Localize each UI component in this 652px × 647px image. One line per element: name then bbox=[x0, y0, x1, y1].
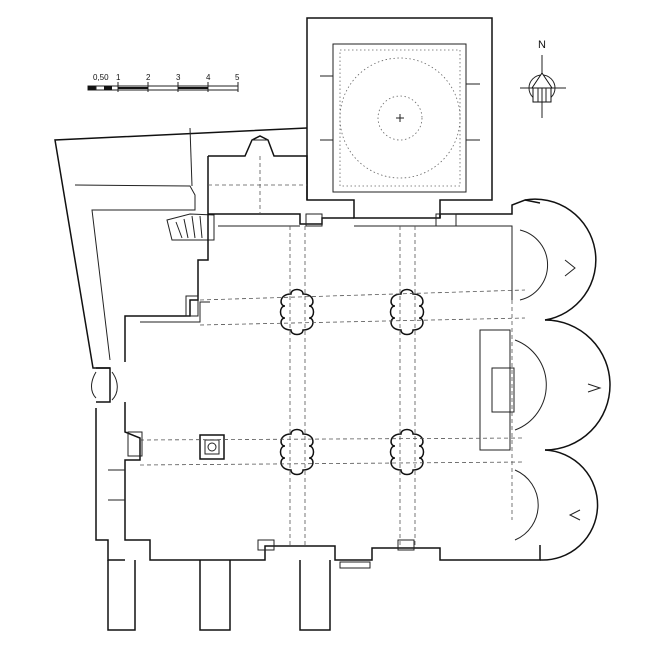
pilasters bbox=[127, 213, 457, 551]
north-label: N bbox=[538, 39, 546, 51]
scale-label-2: 2 bbox=[146, 73, 151, 82]
scale-label-050: 0,50 bbox=[93, 73, 109, 82]
tower bbox=[306, 17, 493, 219]
scale-bar: 0,50 1 2 3 4 5 bbox=[87, 73, 240, 92]
west-annex bbox=[54, 127, 308, 369]
pier-se bbox=[389, 428, 425, 476]
south-buttresses bbox=[107, 560, 371, 631]
pier-ne bbox=[389, 288, 425, 336]
pier-sw bbox=[279, 428, 315, 476]
nave-walls bbox=[91, 199, 541, 561]
pier-nw bbox=[279, 288, 315, 336]
north-room bbox=[207, 135, 308, 214]
vault-lines bbox=[139, 156, 526, 546]
scale-label-3: 3 bbox=[176, 73, 181, 82]
piers bbox=[199, 288, 425, 476]
font-square bbox=[199, 434, 225, 460]
scale-label-5: 5 bbox=[235, 73, 240, 82]
north-arrow-icon: N bbox=[520, 39, 566, 118]
scale-label-1: 1 bbox=[116, 73, 121, 82]
scale-label-4: 4 bbox=[206, 73, 211, 82]
altar bbox=[479, 329, 515, 451]
apses bbox=[514, 198, 611, 561]
